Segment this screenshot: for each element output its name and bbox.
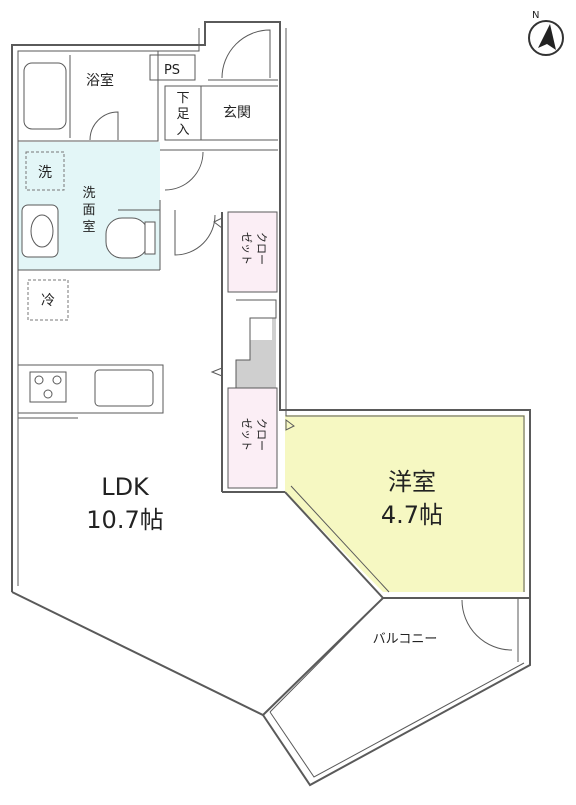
fridge-space bbox=[27, 279, 69, 321]
ldk-size: 10.7帖 bbox=[86, 506, 163, 534]
bathroom bbox=[17, 50, 159, 142]
compass-icon: N bbox=[528, 10, 564, 56]
toilet bbox=[105, 217, 149, 259]
washer-space bbox=[25, 151, 65, 191]
shoe-box-label-2: 足 bbox=[176, 107, 189, 122]
closet-bottom-label-2: ゼット bbox=[240, 418, 253, 451]
western-room-floor bbox=[285, 415, 525, 592]
kitchen-sink bbox=[94, 369, 154, 407]
stair-step-area bbox=[236, 318, 276, 388]
closet-bottom-label-1: クロー bbox=[255, 418, 268, 451]
washer-label: 洗 bbox=[38, 165, 52, 181]
washroom-label-3: 室 bbox=[82, 219, 95, 235]
western-room-name: 洋室 bbox=[388, 468, 436, 496]
closet-top-label-1: クロー bbox=[255, 232, 268, 265]
bathtub bbox=[23, 62, 67, 130]
pipe-space-label: PS bbox=[164, 63, 180, 78]
closet-bottom-floor bbox=[228, 388, 277, 488]
fridge-label: 冷 bbox=[41, 293, 55, 309]
bathroom-label: 浴室 bbox=[86, 72, 114, 89]
washroom-label-1: 洗 bbox=[82, 186, 95, 201]
ldk-name: LDK bbox=[101, 473, 150, 501]
closet-top-label-2: ゼット bbox=[240, 232, 253, 265]
shoe-box bbox=[164, 85, 202, 141]
compass-north-label: N bbox=[532, 10, 539, 21]
western-room-size: 4.7帖 bbox=[381, 501, 443, 529]
pipe-space bbox=[149, 54, 196, 81]
closet-top-floor bbox=[228, 212, 277, 292]
shoe-box-label-3: 入 bbox=[176, 123, 189, 138]
genkan-label: 玄関 bbox=[223, 104, 251, 121]
balcony-rail bbox=[262, 598, 531, 787]
shoe-box-label-1: 下 bbox=[176, 91, 189, 106]
washroom-label-2: 面 bbox=[82, 203, 95, 218]
balcony-label: バルコニー bbox=[373, 632, 438, 647]
